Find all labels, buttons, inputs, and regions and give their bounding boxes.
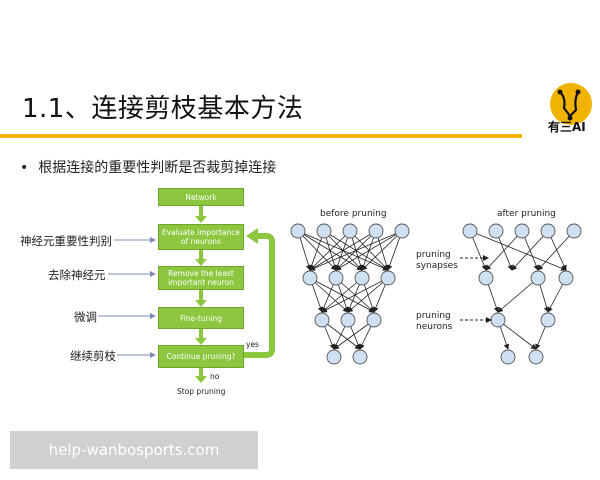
annot-neurons-line1: pruning <box>416 311 451 321</box>
annotation-arrows <box>460 257 488 321</box>
bullet-item: • 根据连接的重要性判断是否裁剪掉连接 <box>20 157 276 177</box>
flow-box-continue: Continue pruning? <box>158 345 244 368</box>
flow-box-evaluate: Evaluate importance of neurons <box>158 224 244 250</box>
side-label-importance: 神经元重要性判别 <box>20 234 112 248</box>
watermark-banner: help-wanbosports.com <box>10 431 258 469</box>
logo-text: 有三AI <box>548 120 586 134</box>
annot-pruning-synapses: pruning synapses <box>416 250 458 272</box>
before-nodes <box>290 223 410 365</box>
title-underline <box>0 134 522 138</box>
yes-loop-arrow <box>244 233 275 358</box>
flow-box-remove: Remove the least important neuron <box>158 266 244 290</box>
before-pruning-title: before pruning <box>320 209 387 219</box>
slide-title: 1.1、连接剪枝基本方法 <box>22 94 304 124</box>
youSanAI-logo-icon <box>550 83 592 125</box>
bullet-text: 根据连接的重要性判断是否裁剪掉连接 <box>38 160 277 176</box>
after-nodes <box>462 223 582 365</box>
yes-label: yes <box>246 340 259 349</box>
annot-pruning-neurons: pruning neurons <box>416 311 452 333</box>
stop-pruning-label: Stop pruning <box>177 387 226 396</box>
no-label: no <box>210 372 220 381</box>
side-label-remove: 去除神经元 <box>48 268 106 282</box>
flow-box-network: Network <box>158 188 244 206</box>
side-label-continue: 继续剪枝 <box>70 349 116 363</box>
before-edges <box>297 230 403 350</box>
flow-box-finetune: Fine-tuning <box>158 307 244 329</box>
bullet-dot: • <box>20 160 29 176</box>
flow-down-arrowheads <box>195 216 207 383</box>
side-label-finetune: 微调 <box>74 310 97 324</box>
after-edges <box>469 230 575 350</box>
after-pruning-title: after pruning <box>497 209 556 219</box>
annot-neurons-line2: neurons <box>416 322 453 332</box>
annot-synapses-line1: pruning <box>416 250 451 260</box>
annot-synapses-line2: synapses <box>416 261 458 271</box>
